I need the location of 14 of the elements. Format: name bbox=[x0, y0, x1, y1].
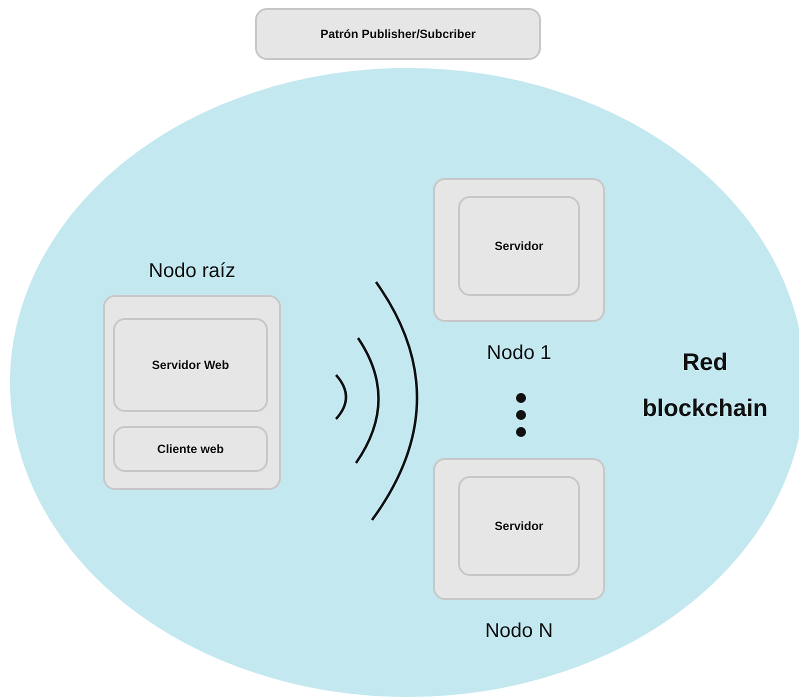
component-label: Servidor bbox=[494, 239, 544, 253]
node-title: Nodo N bbox=[484, 620, 554, 643]
component-box bbox=[255, 8, 541, 60]
component-label: Servidor bbox=[494, 519, 544, 533]
component-box bbox=[113, 426, 268, 472]
component-label: Servidor Web bbox=[152, 358, 230, 372]
component-label: Patrón Publisher/Subcriber bbox=[320, 27, 476, 41]
network-label: Red blockchain bbox=[641, 348, 769, 424]
component-box bbox=[113, 318, 268, 412]
component-box bbox=[458, 196, 580, 296]
node-title: Nodo 1 bbox=[486, 342, 552, 365]
component-label: Cliente web bbox=[157, 442, 224, 456]
component-box bbox=[458, 476, 580, 576]
node-title: Nodo raíz bbox=[148, 260, 236, 283]
